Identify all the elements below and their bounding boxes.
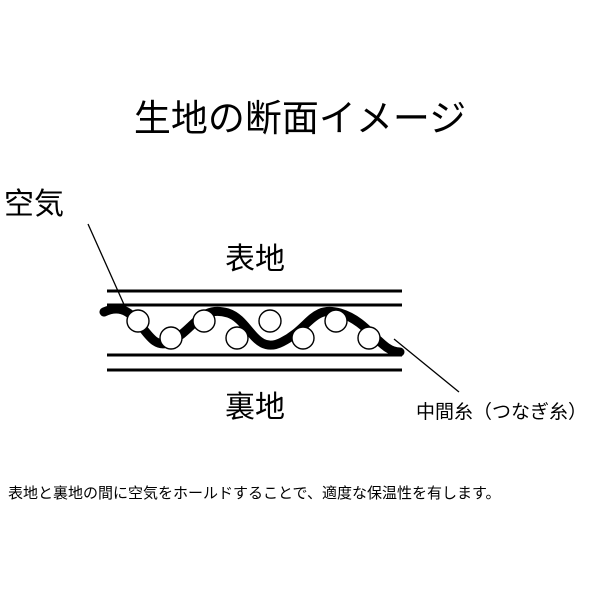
air-bubble xyxy=(225,326,249,350)
air-bubble xyxy=(357,326,381,350)
air-bubble xyxy=(258,309,282,333)
air-bubble xyxy=(324,309,348,333)
air-bubble xyxy=(126,309,150,333)
top-fabric-label: 表地 xyxy=(225,242,285,277)
middle-thread-label: 中間糸（つなぎ糸） xyxy=(416,401,588,423)
diagram-title: 生地の断面イメージ xyxy=(133,97,467,140)
bottom-fabric-label: 裏地 xyxy=(225,390,285,425)
middle-thread-wave xyxy=(99,304,405,357)
air-bubble xyxy=(291,326,315,350)
caption-text: 表地と裏地の間に空気をホールドすることで、適度な保温性を有します。 xyxy=(8,484,501,502)
air-bubble xyxy=(192,309,216,333)
air-label: 空気 xyxy=(4,187,64,222)
air-leader-line xyxy=(87,223,127,310)
middle-thread-leader-line xyxy=(393,338,460,393)
air-bubble xyxy=(159,326,183,350)
